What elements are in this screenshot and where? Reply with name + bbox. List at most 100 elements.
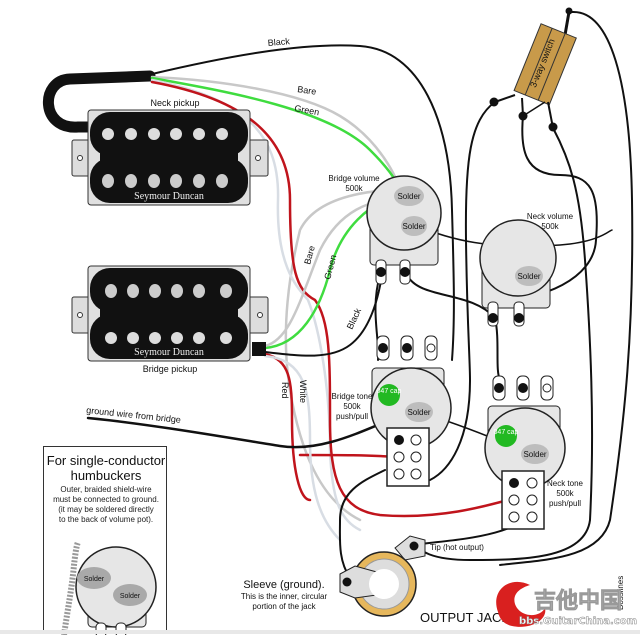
wire-red-bridge	[263, 352, 312, 502]
braided-shield-wire	[61, 540, 81, 635]
neck-tone-label: Neck tone	[547, 479, 584, 488]
bridge-pickup-cable-end	[252, 342, 266, 356]
wire-labels: Black Bare Green Bare Green Black Red Wh…	[86, 36, 364, 425]
note-body: Outer, braided shield-wire must be conne…	[48, 485, 164, 525]
neck-tone-lugs	[492, 375, 554, 401]
switch-lug-3	[548, 122, 558, 132]
bridge-tone-lugs	[376, 335, 438, 361]
wire-black-bridge	[264, 274, 383, 357]
label-black-top: Black	[267, 36, 290, 48]
credit-vertical: Bosslines	[616, 576, 625, 610]
wire-switch-a	[429, 101, 496, 481]
neck-tone-solder-label: Solder	[523, 450, 546, 459]
note-body-line-3: (it may be soldered directly	[58, 505, 154, 514]
jack-sleeve-note-1: This is the inner, circular	[241, 592, 328, 601]
note-solder-1: Solder	[84, 576, 105, 583]
bridge-tone-pot: 047 cap Solder Bridge tone 500k push/pul…	[332, 335, 452, 487]
output-jack-title: OUTPUT JACK	[420, 610, 510, 625]
note-title: For single-conductor humbuckers	[44, 453, 168, 483]
wire-white-neck	[150, 78, 362, 532]
note-title-line-2: humbuckers	[70, 468, 142, 483]
neck-tone-cap	[495, 425, 517, 447]
neck-pickup-screws	[102, 128, 228, 140]
wire-switch-b	[499, 115, 598, 301]
bridge-tone-switch-block	[386, 427, 430, 487]
label-ground-wire: ground wire from bridge	[86, 405, 182, 425]
wire-green-neck	[150, 76, 405, 195]
bridge-volume-solder-1	[394, 186, 424, 206]
wire-switch-c	[414, 127, 594, 561]
jack-sleeve-label: Sleeve (ground).	[243, 579, 324, 591]
neck-volume-label: Neck volume	[527, 212, 574, 221]
watermark-url: bbs.GuitarChina.com	[519, 616, 637, 627]
neck-volume-pot: Solder Neck volume 500k	[479, 212, 574, 327]
note-pot-illustration: Solder Solder	[61, 540, 157, 635]
note-title-line-1: For single-conductor	[46, 453, 166, 468]
label-green-top: Green	[294, 103, 320, 117]
bridge-volume-solder-2-label: Solder	[402, 222, 425, 231]
three-way-switch: 3-way switch	[489, 7, 577, 132]
neck-volume-value: 500k	[541, 222, 559, 231]
bridge-pickup-label: Bridge pickup	[143, 364, 198, 374]
bridge-volume-lugs	[375, 259, 411, 285]
neck-tone-solder	[521, 444, 549, 464]
bridge-tone-cap-label: 047 cap	[377, 388, 402, 395]
label-black-mid: Black	[345, 306, 364, 331]
bridge-volume-solder-2	[401, 216, 427, 236]
single-conductor-note: For single-conductor humbuckers Outer, b…	[43, 446, 168, 635]
watermark-cn: 吉他中国	[534, 588, 622, 614]
label-green-mid: Green	[322, 254, 338, 281]
bridge-pickup-screws	[105, 332, 232, 344]
label-bare-mid: Bare	[302, 245, 317, 266]
label-bare-top: Bare	[297, 84, 317, 97]
bridge-tone-type: push/pull	[336, 412, 368, 421]
neck-tone-type: push/pull	[549, 499, 581, 508]
jack-tip-label: Tip (hot output)	[430, 543, 484, 552]
wire-switch-top	[499, 10, 634, 566]
neck-tone-cap-label: 047 cap	[494, 429, 519, 436]
bridge-tone-label: Bridge tone	[332, 392, 373, 401]
bridge-pickup-brand: Seymour Duncan	[134, 347, 204, 358]
wire-jack-sleeve	[338, 469, 386, 579]
neck-pickup-cable	[42, 70, 156, 133]
wire-red-bridge-to-tone	[298, 453, 397, 459]
neck-pickup-label: Neck pickup	[150, 98, 199, 108]
wire-bare-neck	[150, 75, 402, 522]
watermark: Bosslines 吉他中国 bbs.GuitarChina.com	[496, 576, 637, 627]
bridge-tone-value: 500k	[343, 402, 361, 411]
note-body-line-4: to the back of volume pot).	[58, 515, 154, 524]
bridge-pickup-poles	[105, 284, 232, 298]
watermark-logo-dragon	[496, 581, 546, 627]
bridge-tone-solder-label: Solder	[407, 408, 430, 417]
neck-pickup: Seymour Duncan Neck pickup	[71, 98, 269, 206]
label-white: White	[298, 380, 308, 403]
neck-tone-pot: 047 cap Solder Neck tone 500k push/pull	[484, 375, 584, 530]
neck-pickup-poles	[102, 174, 228, 188]
wire-red-neck	[150, 80, 517, 518]
wire-white-bridge	[263, 354, 342, 542]
note-solder-2: Solder	[120, 593, 141, 600]
neck-volume-solder-label: Solder	[517, 272, 540, 281]
neck-volume-lugs	[487, 301, 525, 327]
bridge-volume-label: Bridge volume	[328, 174, 380, 183]
bottom-border	[0, 630, 640, 634]
label-red: Red	[280, 382, 290, 399]
neck-tone-switch-block	[501, 470, 545, 530]
bridge-volume-value: 500k	[345, 184, 363, 193]
neck-tone-value: 500k	[556, 489, 574, 498]
bridge-volume-solder-1-label: Solder	[397, 192, 420, 201]
bridge-volume-pot: Solder Solder Bridge volume 500k	[328, 174, 442, 285]
wire-black-neck	[151, 44, 455, 361]
neck-pickup-brand: Seymour Duncan	[134, 191, 204, 202]
note-body-line-2: must be connected to ground.	[53, 495, 159, 504]
bridge-tone-cap	[378, 384, 400, 406]
note-body-line-1: Outer, braided shield-wire	[60, 485, 152, 494]
switch-lug-2	[518, 111, 528, 121]
neck-volume-solder	[515, 266, 543, 286]
bridge-tone-solder	[405, 402, 433, 422]
output-jack: Tip (hot output) Sleeve (ground). This i…	[241, 535, 510, 625]
bridge-pickup: Seymour Duncan Bridge pickup	[71, 265, 269, 374]
jack-sleeve-note-2: portion of the jack	[252, 602, 316, 611]
switch-lug-1	[489, 97, 499, 107]
